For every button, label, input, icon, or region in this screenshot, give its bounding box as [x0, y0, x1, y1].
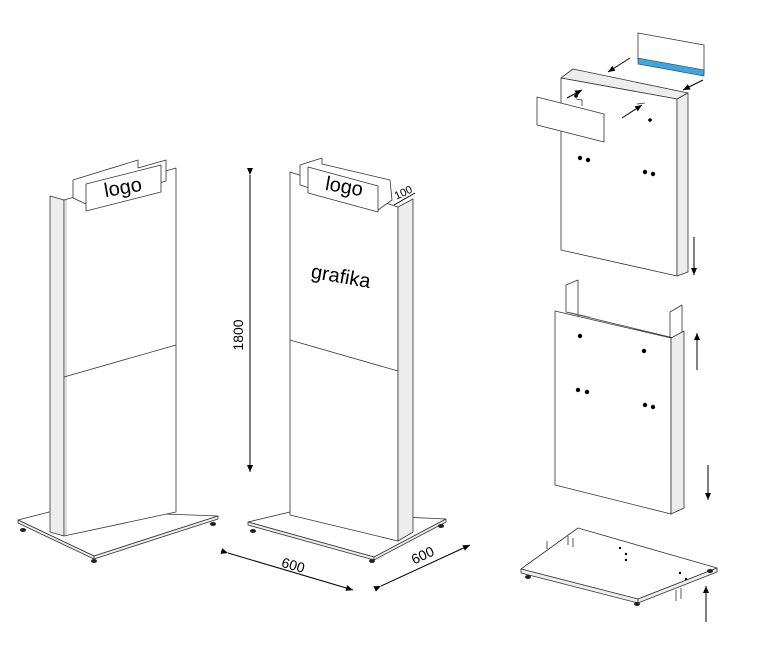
lower-panel-side: [670, 330, 685, 515]
panel-split-line-middle: [289, 339, 399, 372]
arrow-strip-right: [682, 79, 704, 91]
upper-panel-side: [676, 92, 689, 277]
arrow-sign-2: [621, 104, 643, 119]
arrow-strip-left: [607, 57, 631, 73]
stand-left: logo: [17, 159, 219, 563]
panel-front-left: [63, 167, 177, 537]
foot-middle-3: [438, 524, 444, 528]
foot-middle-1: [250, 529, 256, 533]
panel-side-middle: [397, 198, 414, 542]
height-label: 1800: [230, 319, 246, 350]
panel-front-middle: [289, 171, 399, 542]
lower-panel-front: [554, 310, 672, 515]
depth-dimension-line: [373, 544, 471, 592]
blue-accent-strip: [637, 57, 705, 77]
foot-middle-2: [369, 559, 375, 563]
stand-middle: logo grafika: [247, 157, 447, 563]
foot-left-1: [20, 528, 26, 532]
panel-side-left: [49, 195, 65, 537]
logo-sign-middle: [307, 166, 379, 213]
detached-logo-sign: [536, 96, 605, 143]
exploded-base-plate: [520, 527, 718, 600]
foot-left-3: [210, 522, 216, 526]
logo-sign-left: [85, 164, 162, 212]
panel-split-line-left: [63, 344, 177, 378]
arrow-sign-1: [566, 89, 583, 99]
thickness-dimension-line: [393, 192, 416, 206]
exploded-view: [520, 32, 718, 622]
width-label: 600: [280, 554, 307, 576]
foot-left-2: [91, 559, 97, 563]
width-dimension-line: [220, 548, 354, 591]
depth-label: 600: [409, 543, 437, 567]
